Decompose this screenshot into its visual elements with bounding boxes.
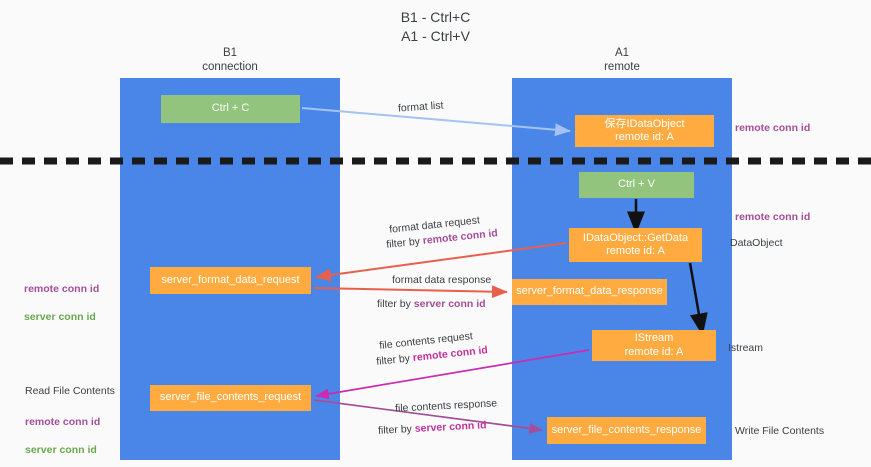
annotation-server-conn-id-left-2: server conn id	[25, 444, 97, 456]
edge-label-file-contents-response: file contents response	[394, 397, 498, 415]
node-save-idataobject[interactable]: 保存IDataObject remote id: A	[575, 115, 714, 147]
annotation-conn-ids-lower: remote conn id server conn id	[25, 401, 100, 467]
annotation-server-conn-id-left: server conn id	[24, 311, 96, 323]
filter-prefix: filter by	[385, 235, 424, 251]
filter-key: server conn id	[414, 419, 487, 435]
annotation-remote-conn-id-left: remote conn id	[24, 283, 100, 295]
filter-prefix: filter by	[377, 298, 414, 310]
edge-format-data-response	[313, 285, 508, 299]
edge-label-file-contents-response-filter: filter by server conn id	[378, 418, 487, 438]
node-ctrl-v[interactable]: Ctrl + V	[579, 172, 694, 198]
annotation-read-file-contents: Read File Contents	[25, 385, 115, 397]
filter-prefix: filter by	[375, 352, 414, 368]
lane-header-b1: B1 connection	[202, 47, 258, 73]
diagram-title: B1 - Ctrl+C A1 - Ctrl+V	[400, 9, 471, 44]
node-ctrl-c[interactable]: Ctrl + C	[161, 95, 300, 123]
node-idataobject-getdata[interactable]: IDataObject::GetData remote id: A	[569, 228, 702, 262]
edge-label-format-list: format list	[397, 99, 444, 115]
annotation-remote-conn-id-top: remote conn id	[735, 122, 811, 134]
filter-key: server conn id	[413, 298, 486, 310]
annotation-dataobject: DataObject	[730, 237, 783, 249]
annotation-conn-ids-upper: remote conn id server conn id	[24, 268, 99, 338]
node-istream[interactable]: IStream remote id: A	[592, 330, 716, 361]
edge-label-format-data-response: format data response	[392, 274, 492, 286]
annotation-istream: Istream	[728, 342, 764, 354]
node-server-format-data-response[interactable]: server_format_data_response	[512, 279, 667, 305]
node-server-file-contents-response[interactable]: server_file_contents_response	[547, 417, 706, 444]
node-server-file-contents-request[interactable]: server_file_contents_request	[150, 385, 311, 411]
edge-label-format-data-response-filter: filter by server conn id	[377, 297, 486, 311]
annotation-remote-conn-id-left-2: remote conn id	[25, 416, 101, 428]
node-server-format-data-request[interactable]: server_format_data_request	[150, 267, 311, 294]
filter-prefix: filter by	[377, 422, 416, 437]
annotation-write-file-contents: Write File Contents	[735, 425, 825, 437]
annotation-remote-conn-id-mid: remote conn id	[735, 211, 811, 223]
lane-header-a1: A1 remote	[604, 47, 640, 73]
